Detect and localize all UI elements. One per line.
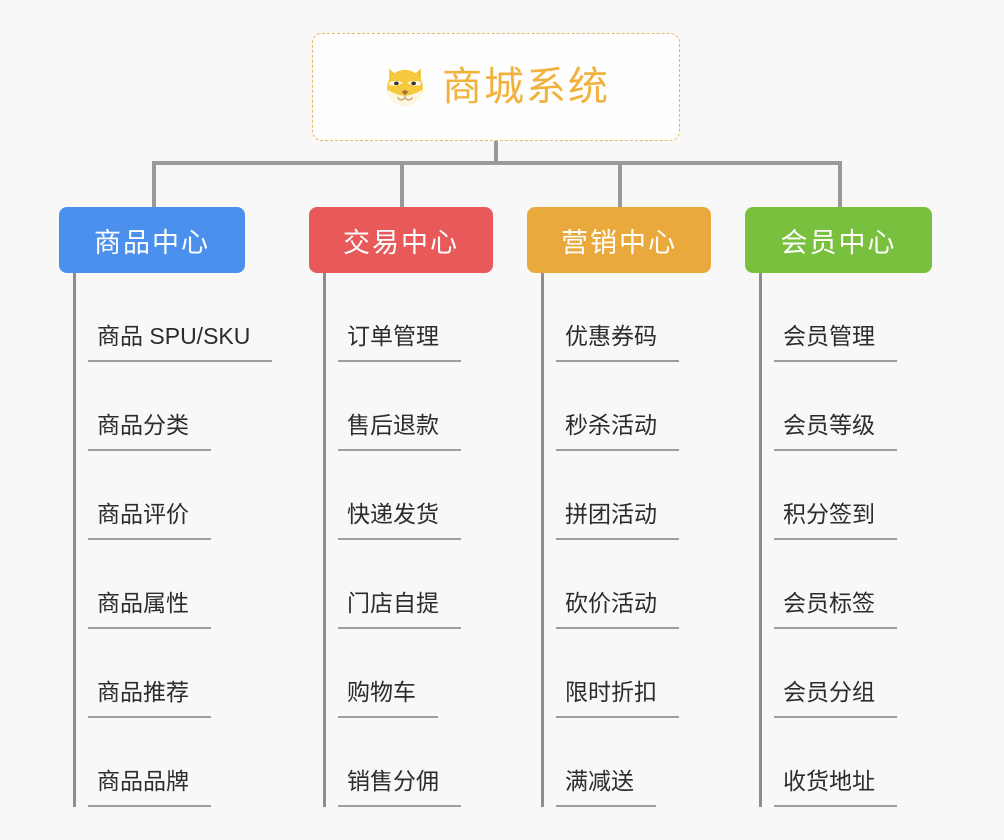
list-item[interactable]: 会员管理 [759,273,932,362]
shiba-dog-emoji-icon [387,68,423,106]
connector-drop-3 [618,161,622,207]
connector-drop-2 [400,161,404,207]
column-spine-3 [541,273,544,807]
list-item-label: 订单管理 [338,325,461,362]
list-item-label: 购物车 [338,681,438,718]
list-item[interactable]: 订单管理 [323,273,493,362]
column-spine-1 [73,273,76,807]
column-spine-2 [323,273,326,807]
connector-drop-1 [152,161,156,207]
list-item[interactable]: 门店自提 [323,540,493,629]
list-item-label: 商品属性 [88,592,211,629]
list-item[interactable]: 商品属性 [73,540,245,629]
list-item[interactable]: 满减送 [541,718,711,807]
category-items-3: 优惠券码 秒杀活动 拼团活动 砍价活动 限时折扣 满减送 [527,273,711,807]
list-item-label: 优惠券码 [556,325,679,362]
list-item[interactable]: 商品 SPU/SKU [73,273,273,362]
list-item-label: 积分签到 [774,503,897,540]
list-item[interactable]: 砍价活动 [541,540,711,629]
connector-horizontal-bus [152,161,842,165]
category-column-营销中心: 营销中心 优惠券码 秒杀活动 拼团活动 砍价活动 限时折扣 满减送 [527,207,711,807]
list-item[interactable]: 售后退款 [323,362,493,451]
list-item-label: 商品评价 [88,503,211,540]
list-item[interactable]: 会员标签 [759,540,932,629]
category-header-2[interactable]: 交易中心 [309,207,493,273]
list-item-label: 会员管理 [774,325,897,362]
list-item-label: 售后退款 [338,414,461,451]
list-item[interactable]: 商品推荐 [73,629,245,718]
list-item[interactable]: 商品品牌 [73,718,245,807]
list-item[interactable]: 积分签到 [759,451,932,540]
category-header-label: 商品中心 [94,227,210,258]
category-items-2: 订单管理 售后退款 快递发货 门店自提 购物车 销售分佣 [309,273,493,807]
category-header-label: 会员中心 [780,227,897,258]
category-header-4[interactable]: 会员中心 [745,207,932,273]
list-item[interactable]: 秒杀活动 [541,362,711,451]
category-items-1: 商品 SPU/SKU 商品分类 商品评价 商品属性 商品推荐 商品品牌 [59,273,273,807]
category-column-会员中心: 会员中心 会员管理 会员等级 积分签到 会员标签 会员分组 收货地址 [745,207,932,807]
list-item-label: 销售分佣 [338,770,461,807]
list-item-label: 门店自提 [338,592,461,629]
category-items-4: 会员管理 会员等级 积分签到 会员标签 会员分组 收货地址 [745,273,932,807]
list-item[interactable]: 优惠券码 [541,273,711,362]
list-item[interactable]: 快递发货 [323,451,493,540]
list-item[interactable]: 收货地址 [759,718,932,807]
list-item-label: 会员标签 [774,592,897,629]
list-item-label: 商品 SPU/SKU [88,325,273,362]
category-header-1[interactable]: 商品中心 [59,207,245,273]
list-item[interactable]: 拼团活动 [541,451,711,540]
category-column-商品中心: 商品中心 商品 SPU/SKU 商品分类 商品评价 商品属性 商品推荐 商品品牌 [59,207,273,807]
list-item[interactable]: 销售分佣 [323,718,493,807]
list-item-label: 商品分类 [88,414,211,451]
list-item-label: 收货地址 [774,770,897,807]
list-item-label: 会员等级 [774,414,897,451]
category-header-label: 营销中心 [561,227,677,258]
list-item-label: 拼团活动 [556,503,679,540]
list-item[interactable]: 商品分类 [73,362,245,451]
list-item-label: 会员分组 [774,681,897,718]
column-spine-4 [759,273,762,807]
category-header-3[interactable]: 营销中心 [527,207,711,273]
list-item[interactable]: 会员分组 [759,629,932,718]
root-title: 商城系统 [442,65,610,109]
list-item[interactable]: 限时折扣 [541,629,711,718]
list-item-label: 快递发货 [338,503,461,540]
list-item-label: 商品推荐 [88,681,211,718]
connector-drop-4 [838,161,842,207]
list-item-label: 限时折扣 [556,681,679,718]
list-item[interactable]: 会员等级 [759,362,932,451]
list-item-label: 秒杀活动 [556,414,679,451]
connector-root-stem [494,141,498,163]
list-item-label: 商品品牌 [88,770,211,807]
list-item[interactable]: 购物车 [323,629,493,718]
category-header-label: 交易中心 [343,227,459,258]
list-item-label: 砍价活动 [556,592,679,629]
list-item[interactable]: 商品评价 [73,451,245,540]
category-column-交易中心: 交易中心 订单管理 售后退款 快递发货 门店自提 购物车 销售分佣 [309,207,493,807]
root-node[interactable]: 商城系统 [312,33,680,141]
list-item-label: 满减送 [556,770,656,807]
